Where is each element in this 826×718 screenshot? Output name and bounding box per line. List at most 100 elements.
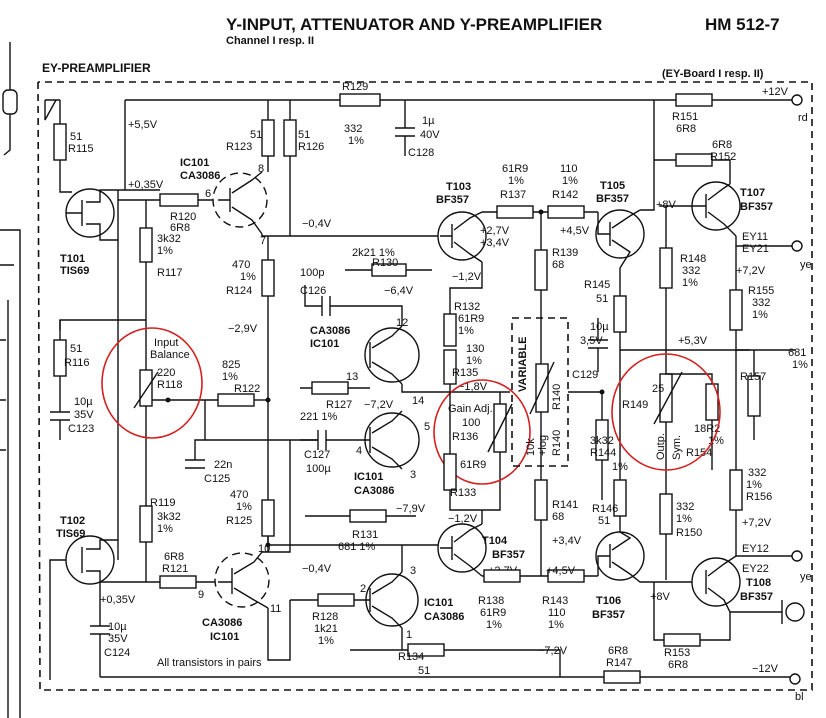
resistor-r142[interactable] (547, 205, 585, 219)
board-label: (EY-Board I resp. II) (662, 68, 764, 80)
svg-text:R122: R122 (234, 383, 260, 395)
svg-text:332: 332 (676, 501, 694, 513)
svg-text:IC101: IC101 (310, 338, 339, 350)
resistor-r152[interactable] (675, 153, 713, 167)
svg-text:1%: 1% (508, 175, 524, 187)
transistor-t105[interactable] (595, 209, 645, 259)
resistor-r156[interactable] (729, 469, 743, 511)
svg-text:R135: R135 (452, 367, 478, 379)
output-symmetry-highlight (611, 353, 721, 471)
svg-text:100p: 100p (300, 267, 324, 279)
svg-text:R138: R138 (478, 595, 504, 607)
svg-text:+log: +log (537, 435, 549, 456)
resistor-r121[interactable] (159, 575, 197, 589)
resistor-r132[interactable] (443, 313, 457, 347)
svg-text:110: 110 (548, 607, 566, 619)
terminal-ey11[interactable] (791, 240, 803, 252)
svg-text:1%: 1% (676, 513, 692, 525)
svg-text:13: 13 (346, 371, 358, 383)
svg-text:2: 2 (360, 583, 366, 595)
ic101-transistor-top[interactable] (212, 172, 268, 228)
svg-text:1%: 1% (746, 479, 762, 491)
resistor-r133[interactable] (443, 453, 457, 491)
resistor-r127[interactable] (311, 381, 349, 395)
svg-text:R115: R115 (68, 143, 93, 155)
resistor-r119[interactable] (139, 505, 153, 543)
svg-text:−1,2V: −1,2V (448, 513, 478, 525)
svg-text:−7,2V: −7,2V (364, 399, 394, 411)
svg-text:332: 332 (344, 123, 362, 135)
svg-text:BF357: BF357 (492, 549, 525, 561)
resistor-r145[interactable] (613, 295, 627, 333)
svg-text:1%: 1% (682, 277, 698, 289)
resistor-r124[interactable] (261, 259, 275, 297)
resistor-r155[interactable] (729, 289, 743, 331)
svg-text:IC101: IC101 (180, 157, 209, 169)
svg-text:R153: R153 (664, 647, 690, 659)
svg-text:+8V: +8V (650, 591, 671, 603)
resistor-r123[interactable] (261, 119, 275, 157)
svg-text:51: 51 (418, 665, 430, 677)
svg-text:220: 220 (157, 367, 175, 379)
ic101-transistor-bottom[interactable] (214, 552, 270, 608)
resistor-r141[interactable] (534, 479, 548, 521)
resistor-r148[interactable] (659, 247, 673, 289)
svg-text:R137: R137 (500, 189, 526, 201)
terminal-ey12[interactable] (791, 550, 803, 562)
ic101-transistor-mid[interactable] (364, 327, 420, 383)
svg-text:R144: R144 (590, 447, 616, 459)
input-balance-highlight (101, 327, 203, 439)
svg-text:CA3086: CA3086 (424, 611, 464, 623)
resistor-r147[interactable] (603, 670, 641, 684)
potentiometer-r149[interactable] (659, 373, 673, 423)
transistor-t103[interactable] (437, 211, 487, 261)
resistor-r131[interactable] (349, 509, 387, 523)
svg-text:EY21: EY21 (742, 243, 769, 255)
resistor-r153[interactable] (663, 633, 701, 647)
svg-text:Input: Input (154, 337, 178, 349)
svg-text:7: 7 (260, 235, 266, 247)
svg-text:T103: T103 (446, 181, 471, 193)
svg-text:R140: R140 (551, 430, 563, 456)
transistor-t104[interactable] (437, 523, 487, 573)
svg-text:+4,5V: +4,5V (560, 225, 590, 237)
svg-text:1%: 1% (222, 371, 238, 383)
svg-text:T108: T108 (746, 577, 771, 589)
resistor-r129[interactable] (339, 93, 381, 107)
svg-text:R126: R126 (298, 141, 324, 153)
resistor-r128[interactable] (317, 593, 355, 607)
resistor-r130[interactable] (371, 263, 407, 277)
terminal-output[interactable] (785, 602, 805, 622)
svg-text:681 1%: 681 1% (338, 541, 376, 553)
transistor-t102[interactable] (65, 535, 115, 585)
svg-text:−7,9V: −7,9V (396, 503, 426, 515)
svg-text:61R9: 61R9 (502, 163, 528, 175)
resistor-r117[interactable] (139, 227, 153, 263)
resistor-r120[interactable] (159, 193, 199, 207)
svg-text:68: 68 (552, 259, 564, 271)
svg-text:1%: 1% (466, 355, 482, 367)
resistor-r151[interactable] (675, 93, 713, 107)
svg-text:3,5V: 3,5V (580, 335, 603, 347)
resistor-r122[interactable] (217, 393, 255, 407)
resistor-r138[interactable] (483, 569, 521, 583)
resistor-r139[interactable] (534, 249, 548, 291)
adjacent-page-edge (0, 42, 21, 718)
svg-text:470: 470 (232, 259, 250, 271)
svg-text:−1,8V: −1,8V (458, 381, 488, 393)
transistor-t108[interactable] (691, 557, 741, 607)
svg-text:+2,7V: +2,7V (480, 225, 510, 237)
svg-text:R142: R142 (552, 189, 578, 201)
svg-text:3: 3 (410, 469, 416, 481)
resistor-r115[interactable] (53, 123, 67, 161)
resistor-r137[interactable] (496, 205, 534, 219)
terminal-pos12[interactable] (791, 94, 803, 106)
resistor-r125[interactable] (261, 499, 275, 537)
terminal-neg12[interactable] (789, 673, 801, 685)
svg-text:BF357: BF357 (740, 591, 773, 603)
resistor-r150[interactable] (659, 493, 673, 535)
svg-text:R129: R129 (342, 81, 368, 93)
potentiometer-r118[interactable] (139, 369, 153, 407)
resistor-r126[interactable] (283, 119, 297, 157)
svg-text:R133: R133 (450, 487, 476, 499)
